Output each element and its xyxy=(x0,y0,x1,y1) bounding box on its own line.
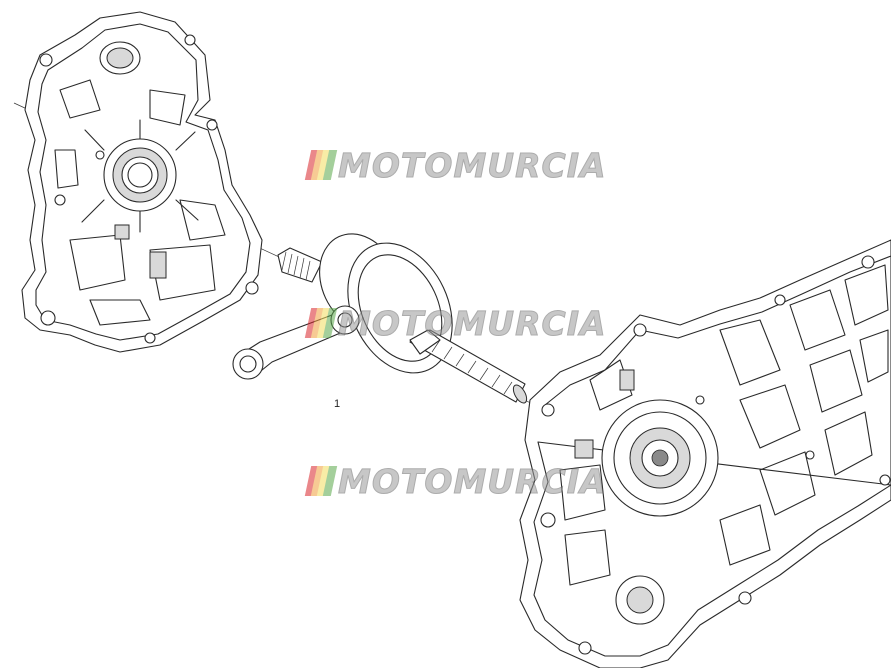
watermark: MOTOMURCIA xyxy=(304,304,608,344)
watermark-text: MOTOMURCIA xyxy=(338,304,607,344)
watermark-logo-stripes xyxy=(304,466,338,496)
watermark-text: MOTOMURCIA xyxy=(338,146,607,186)
watermark: MOTOMURCIA xyxy=(304,462,608,502)
callout-label-1: 1 xyxy=(334,398,341,410)
left-crankcase-half xyxy=(21,11,263,353)
watermark-text: MOTOMURCIA xyxy=(338,462,607,502)
watermark-logo-stripes xyxy=(304,150,338,180)
watermark-logo-stripes xyxy=(304,308,338,338)
right-crankcase-half xyxy=(519,239,891,668)
watermark: MOTOMURCIA xyxy=(304,146,608,186)
